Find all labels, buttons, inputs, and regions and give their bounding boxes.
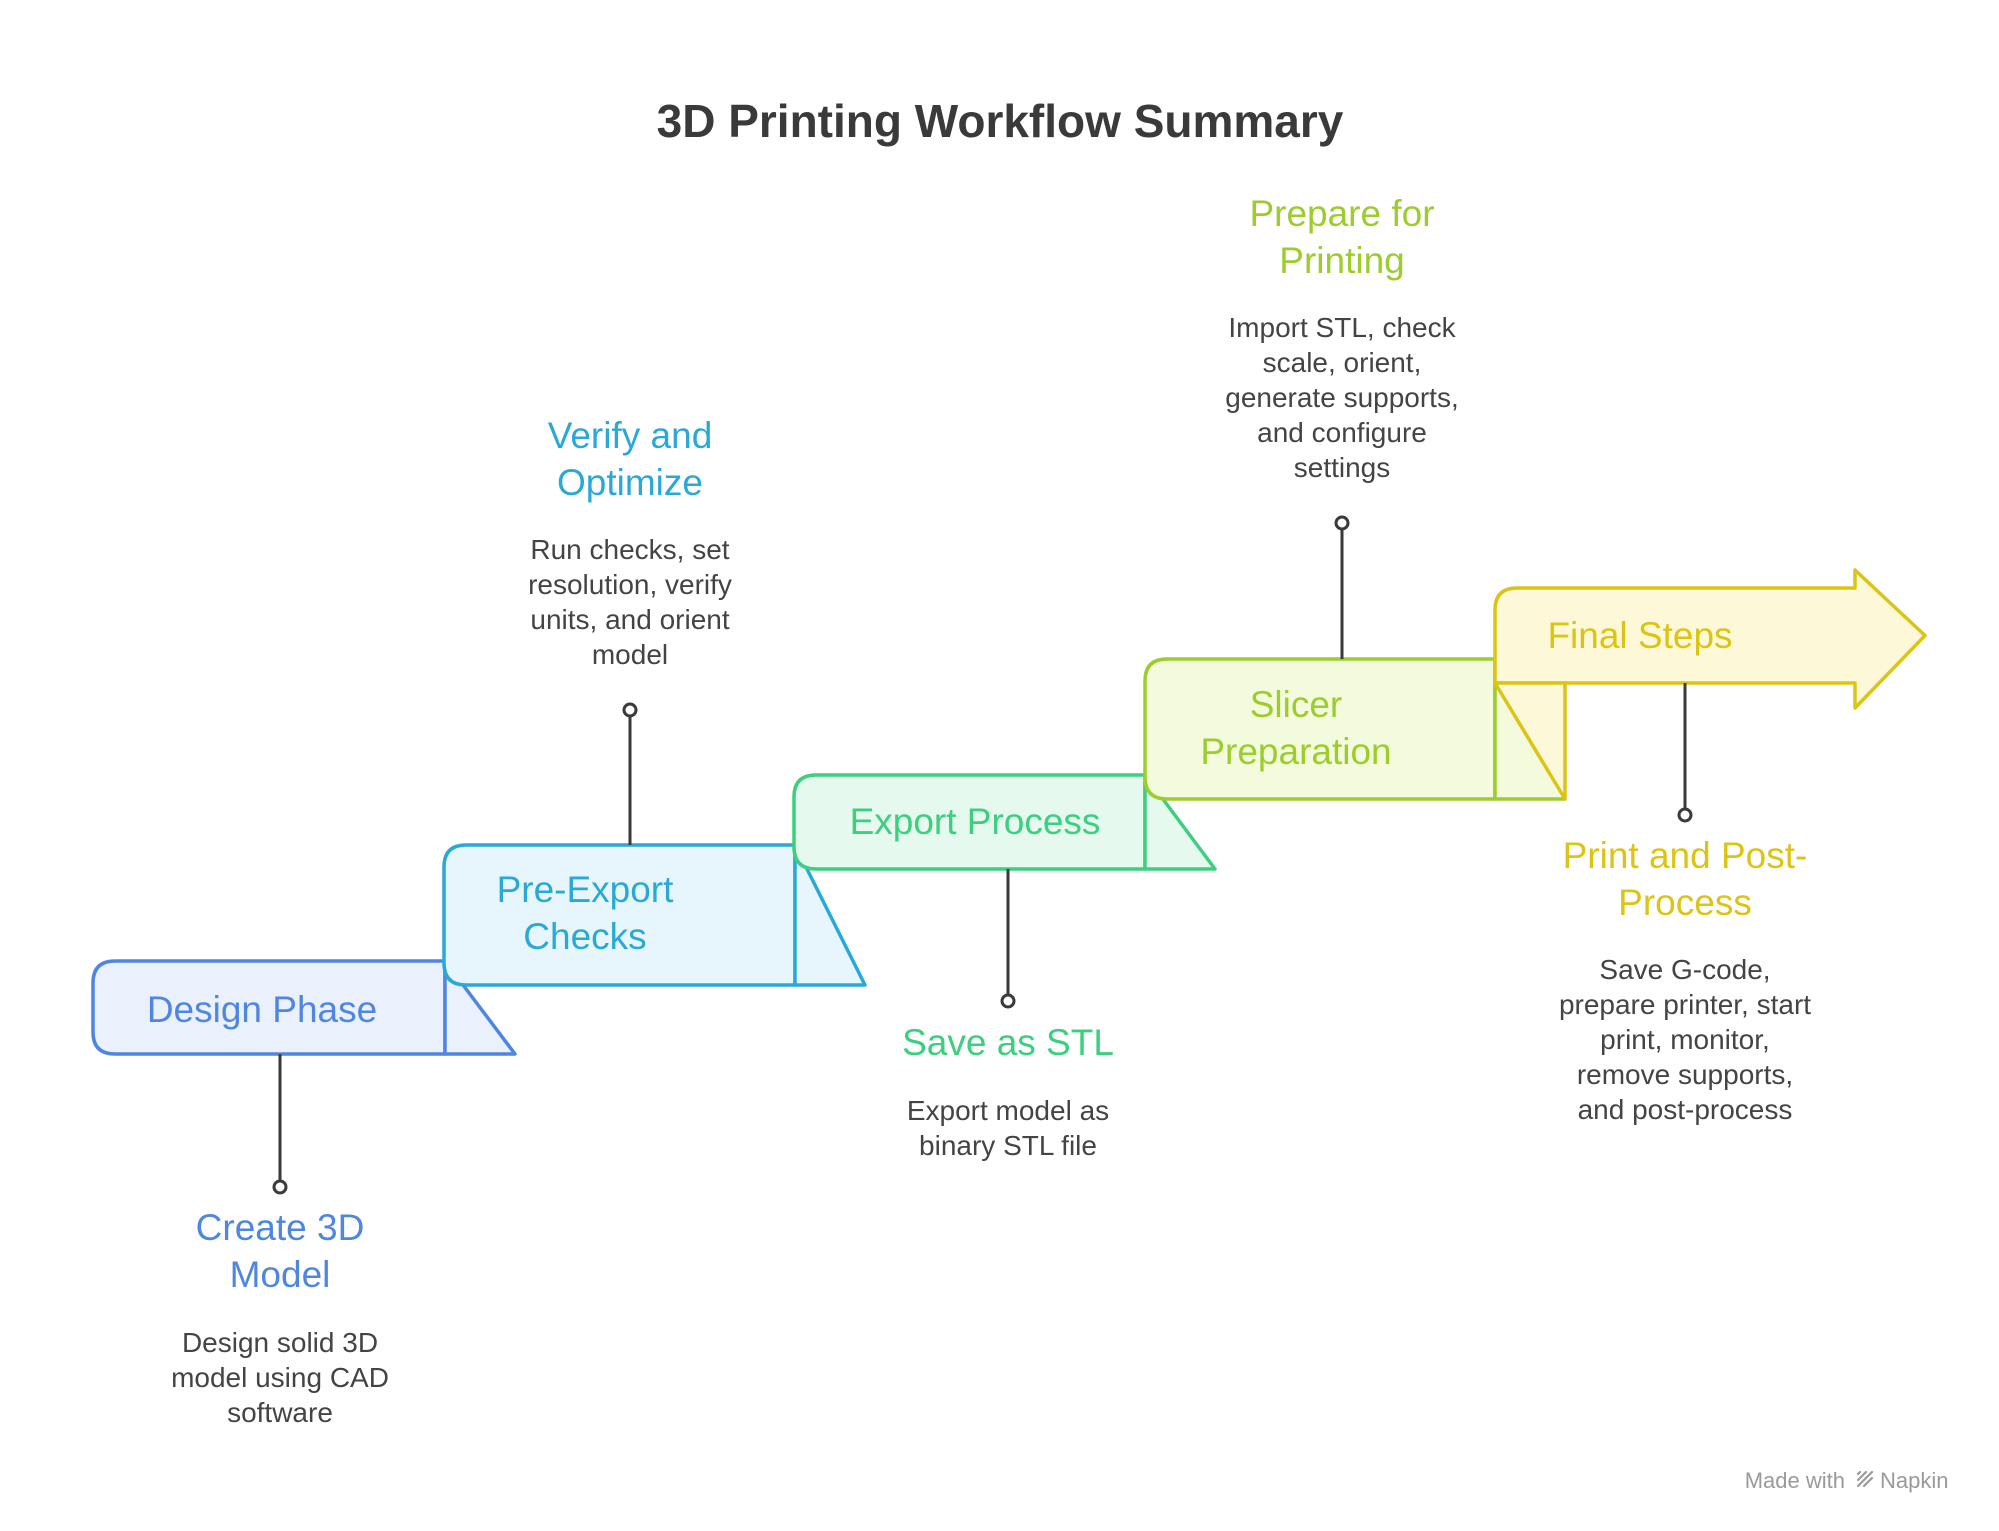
step-description-4: scale, orient, (1263, 347, 1422, 378)
step-heading-5: Print and Post- (1563, 835, 1808, 876)
step-description-5: print, monitor, (1600, 1024, 1770, 1055)
step-heading-5: Process (1618, 882, 1752, 923)
step-shapes (91, 568, 1927, 1056)
step-label-3: Export Process (850, 801, 1101, 842)
connector-end-circle (1334, 515, 1350, 531)
connector-end-circle (272, 1179, 288, 1195)
step-description-1: model using CAD (171, 1362, 389, 1393)
step-description-5: Save G-code, (1599, 954, 1770, 985)
footer: Made with Napkin (1745, 1468, 1949, 1493)
connector-4 (1334, 515, 1350, 659)
step-description-5: prepare printer, start (1559, 989, 1811, 1020)
step-heading-4: Prepare for (1249, 193, 1434, 234)
connector-1 (272, 1054, 288, 1195)
step-description-4: generate supports, (1225, 382, 1459, 413)
step-shape-2 (442, 843, 867, 987)
step-description-4: and configure (1257, 417, 1427, 448)
connector-end-circle (1000, 993, 1016, 1009)
step-heading-2: Optimize (557, 462, 703, 503)
napkin-logo-icon (1856, 1470, 1874, 1488)
step-description-4: settings (1294, 452, 1391, 483)
step-description-2: units, and orient (530, 604, 729, 635)
step-heading-4: Printing (1279, 240, 1404, 281)
step-description-3: Export model as (907, 1095, 1109, 1126)
step-description-2: Run checks, set (530, 534, 729, 565)
connector-5 (1677, 683, 1693, 823)
step-body-4 (1143, 657, 1497, 801)
step-label-2: Checks (523, 916, 646, 957)
step-connectors (272, 515, 1693, 1195)
step-body-3 (792, 773, 1147, 871)
step-body-1 (91, 959, 447, 1056)
step-description-2: resolution, verify (528, 569, 732, 600)
step-description-1: Design solid 3D (182, 1327, 378, 1358)
step-label-5: Final Steps (1547, 615, 1732, 656)
footer-made-with: Made with (1745, 1468, 1845, 1493)
step-shape-5 (1493, 568, 1927, 801)
step-description-4: Import STL, check (1228, 312, 1456, 343)
step-description-1: software (227, 1397, 333, 1428)
step-label-2: Pre-Export (497, 869, 675, 910)
diagram-title: 3D Printing Workflow Summary (657, 95, 1344, 147)
step-fold-2 (793, 843, 867, 987)
connector-2 (622, 702, 638, 845)
step-body-5 (1493, 568, 1927, 710)
step-heading-2: Verify and (548, 415, 713, 456)
step-description-2: model (592, 639, 668, 670)
step-heading-1: Create 3D (196, 1207, 365, 1248)
connector-3 (1000, 869, 1016, 1009)
footer-brand: Napkin (1880, 1468, 1948, 1493)
step-heading-3: Save as STL (902, 1022, 1114, 1063)
step-label-4: Slicer (1250, 684, 1343, 725)
step-description-3: binary STL file (919, 1130, 1097, 1161)
step-label-1: Design Phase (147, 989, 377, 1030)
connector-end-circle (1677, 807, 1693, 823)
step-body-2 (442, 843, 797, 987)
step-fold-5 (1493, 681, 1567, 801)
step-label-4: Preparation (1200, 731, 1391, 772)
connector-end-circle (622, 702, 638, 718)
step-description-5: and post-process (1578, 1094, 1793, 1125)
step-heading-1: Model (230, 1254, 331, 1295)
step-description-5: remove supports, (1577, 1059, 1793, 1090)
